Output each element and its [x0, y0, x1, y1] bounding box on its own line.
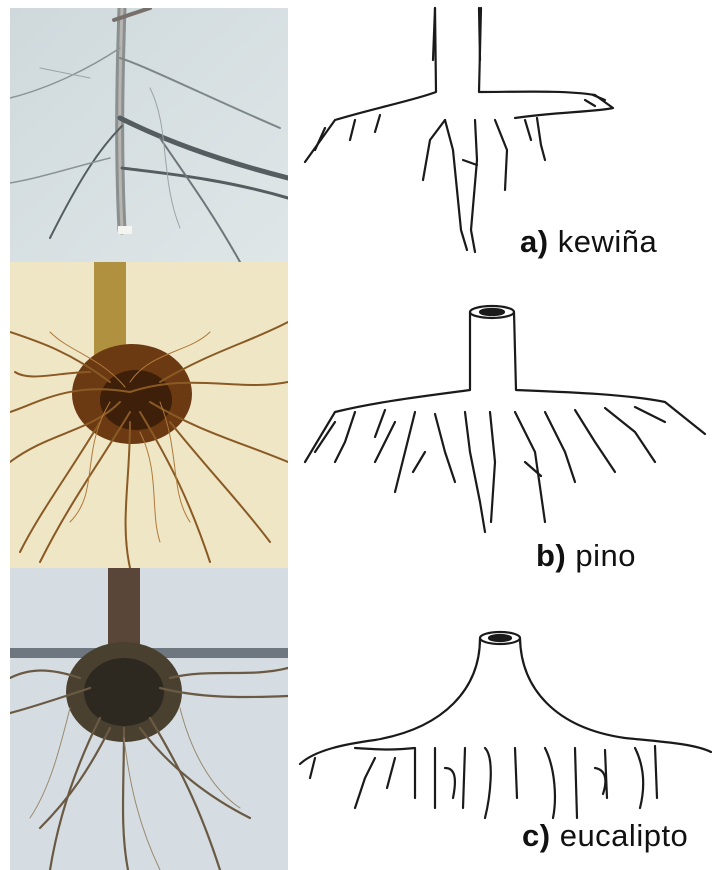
- caption-letter: c): [522, 818, 551, 853]
- kewina-root-drawing: [295, 0, 712, 262]
- pino-root-drawing: [295, 262, 712, 568]
- caption-letter: a): [520, 224, 549, 259]
- caption-eucalipto: c) eucalipto: [522, 818, 688, 854]
- panel-kewina: a) kewiña: [0, 0, 712, 262]
- kewina-root-photo: [10, 8, 288, 262]
- pino-root-photo: [10, 262, 288, 568]
- eucalipto-root-photo: [10, 568, 288, 870]
- panel-eucalipto: c) eucalipto: [0, 568, 712, 870]
- panel-pino: b) pino: [0, 262, 712, 568]
- caption-species: kewiña: [558, 224, 658, 259]
- caption-kewina: a) kewiña: [520, 224, 657, 260]
- caption-species: eucalipto: [560, 818, 689, 853]
